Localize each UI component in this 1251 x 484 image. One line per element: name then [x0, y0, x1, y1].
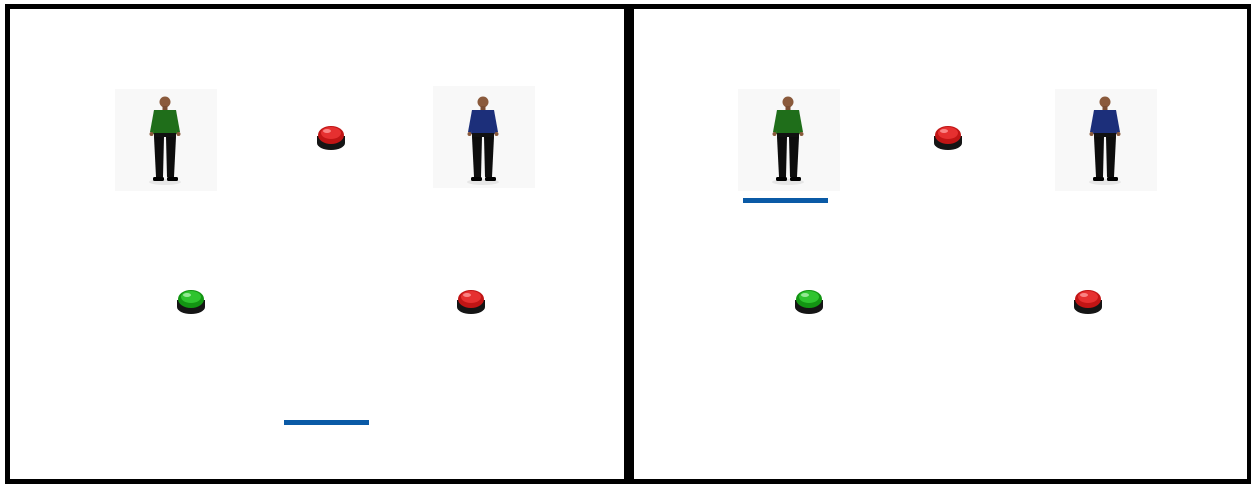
green-button-middle-left[interactable] — [175, 285, 207, 315]
red-button-middle-right[interactable] — [455, 285, 487, 315]
green-shirt-person-image[interactable] — [738, 89, 840, 191]
green-light-icon — [175, 285, 207, 315]
right-panel — [628, 4, 1251, 484]
red-light-icon — [315, 121, 347, 151]
green-button-middle-left[interactable] — [793, 285, 825, 315]
blue-shirt-person-image[interactable] — [433, 86, 535, 188]
person-icon — [1055, 89, 1157, 191]
selection-bar — [743, 198, 828, 203]
green-shirt-person-image[interactable] — [115, 89, 217, 191]
left-panel — [5, 4, 629, 484]
red-light-icon — [932, 121, 964, 151]
person-icon — [738, 89, 840, 191]
blue-shirt-person-image[interactable] — [1055, 89, 1157, 191]
person-icon — [115, 89, 217, 191]
person-icon — [433, 86, 535, 188]
red-button-top[interactable] — [315, 121, 347, 151]
selection-bar — [284, 420, 369, 425]
red-light-icon — [1072, 285, 1104, 315]
red-button-top[interactable] — [932, 121, 964, 151]
red-button-middle-right[interactable] — [1072, 285, 1104, 315]
green-light-icon — [793, 285, 825, 315]
red-light-icon — [455, 285, 487, 315]
